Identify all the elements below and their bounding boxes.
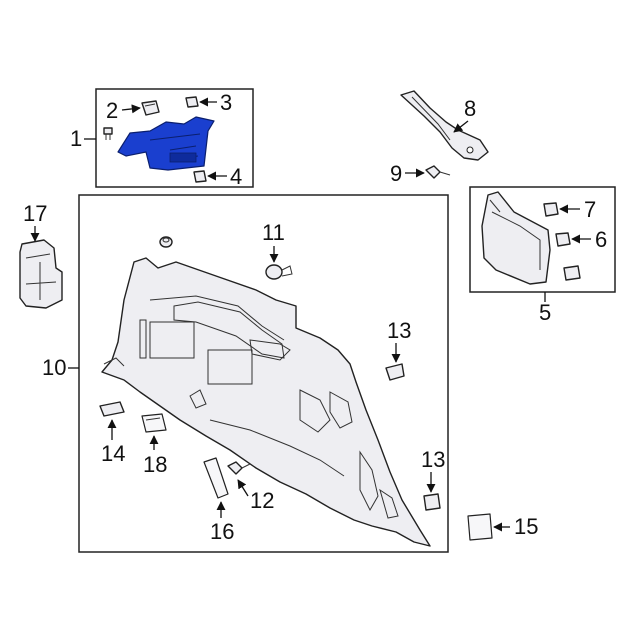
callout-8: 8 (464, 96, 476, 121)
part-7-clip[interactable] (543, 202, 559, 217)
leader-12 (237, 479, 249, 497)
part-1-bracket[interactable] (117, 116, 215, 171)
callout-4: 4 (230, 164, 242, 189)
callout-3: 3 (220, 90, 232, 115)
leader-8 (453, 120, 469, 133)
callout-18: 18 (143, 452, 167, 477)
part-12-screw[interactable] (227, 461, 251, 475)
part-10-quarter-trim-panel[interactable] (101, 257, 431, 547)
callout-15: 15 (514, 514, 538, 539)
callout-9: 9 (390, 161, 402, 186)
leader-2 (121, 104, 141, 114)
part-2-clip[interactable] (141, 100, 160, 116)
part-13-clip-lower[interactable] (423, 493, 441, 511)
part-13-clip-upper[interactable] (385, 363, 405, 381)
callout-13-upper: 13 (387, 318, 411, 343)
part-8-bracket[interactable] (400, 90, 489, 161)
part-5-group-box (469, 186, 616, 293)
part-5-trim-panel[interactable] (481, 191, 551, 285)
callout-16: 16 (210, 519, 234, 544)
callout-17: 17 (23, 201, 47, 226)
part-5-small-clip[interactable] (563, 265, 581, 281)
part-14-block[interactable] (99, 401, 125, 417)
callout-13-lower: 13 (421, 447, 445, 472)
callout-7: 7 (584, 197, 596, 222)
part-17-module[interactable] (19, 239, 63, 309)
part-1-push-pin[interactable] (103, 127, 113, 140)
callout-5: 5 (539, 300, 551, 325)
part-6-clip[interactable] (555, 232, 571, 247)
callout-6: 6 (595, 227, 607, 252)
part-16-strip[interactable] (203, 457, 229, 499)
callout-2: 2 (106, 98, 118, 123)
part-4-clip[interactable] (193, 170, 207, 183)
callout-14: 14 (101, 441, 125, 466)
part-10-cap[interactable] (159, 236, 173, 248)
callout-10: 10 (42, 355, 66, 380)
part-10-group-box (78, 194, 449, 553)
part-3-clip[interactable] (185, 96, 199, 108)
part-15-pad[interactable] (467, 513, 493, 541)
callout-11: 11 (262, 220, 285, 245)
callout-12: 12 (250, 488, 274, 513)
part-9-screw[interactable] (425, 165, 451, 179)
part-1-group-box (95, 88, 254, 188)
callout-1: 1 (70, 126, 82, 151)
part-18-pad[interactable] (141, 413, 167, 433)
part-11-push-pin[interactable] (265, 264, 293, 280)
